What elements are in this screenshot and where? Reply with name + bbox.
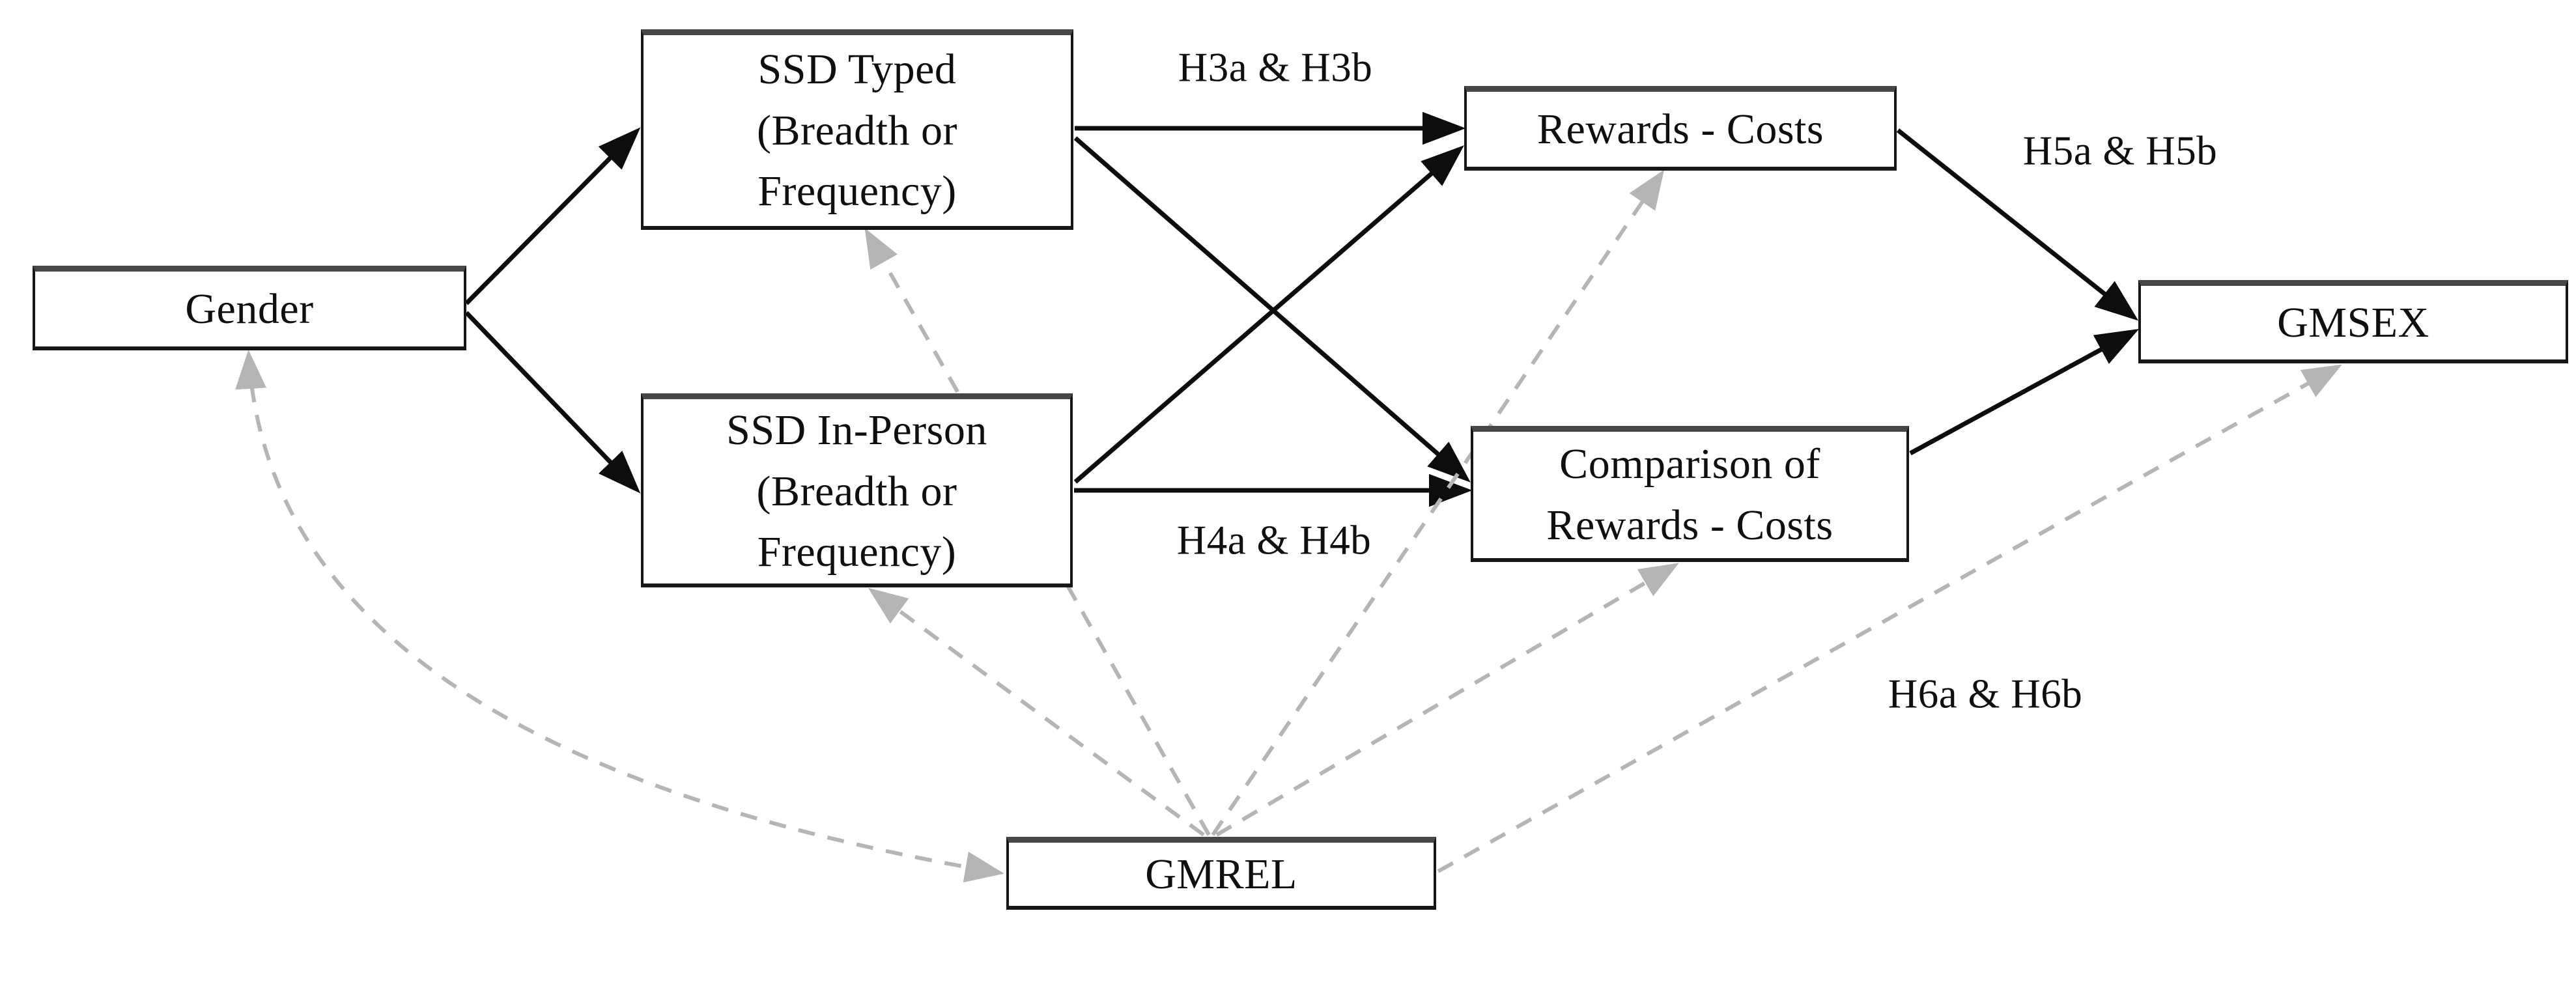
node-ssd-inperson-label: SSD In-Person (Breadth or Frequency) (726, 406, 987, 576)
edge-gender-to-gmrel (235, 350, 1004, 883)
edge-label-h5: H5a & H5b (2022, 128, 2218, 174)
node-ssd-inperson: SSD In-Person (Breadth or Frequency) (641, 393, 1073, 587)
edge-group (235, 111, 2342, 883)
node-gmsex: GMSEX (2138, 280, 2568, 363)
edge-gmrel-to-ssd-inperson (868, 587, 1205, 837)
node-gender: Gender (33, 266, 466, 350)
node-gmrel-label: GMREL (1145, 850, 1297, 898)
node-gender-label: Gender (185, 285, 314, 333)
edge-label-h4: H4a & H4b (1176, 517, 1372, 563)
edge-gmrel-to-comparison (1215, 563, 1679, 837)
edge-label-h6: H6a & H6b (1888, 671, 2083, 717)
edge-gmrel-to-gmsex (1437, 364, 2342, 873)
edge-comparison-to-gmsex (1909, 328, 2140, 456)
node-ssd-typed-label: SSD Typed (Breadth or Frequency) (757, 45, 957, 216)
edge-label-h3: H3a & H3b (1178, 44, 1373, 91)
edge-ssd-inperson-to-rewards (1073, 145, 1464, 484)
edge-ssd-typed-to-comparison (1073, 136, 1471, 483)
node-rewards-costs-label: Rewards - Costs (1536, 105, 1824, 153)
edge-gmrel-to-rewards (1211, 169, 1665, 836)
node-comparison-rewards-costs: Comparison of Rewards - Costs (1471, 426, 1909, 562)
node-rewards-costs: Rewards - Costs (1464, 86, 1897, 171)
node-ssd-typed: SSD Typed (Breadth or Frequency) (641, 29, 1073, 230)
edge-gender-to-ssd-typed (464, 127, 641, 305)
edge-rewards-to-gmsex (1896, 128, 2139, 321)
edge-gender-to-ssd-inperson (464, 311, 641, 494)
node-gmrel: GMREL (1006, 837, 1436, 910)
node-comparison-rewards-costs-label: Comparison of Rewards - Costs (1546, 440, 1833, 549)
node-gmsex-label: GMSEX (2277, 298, 2429, 346)
